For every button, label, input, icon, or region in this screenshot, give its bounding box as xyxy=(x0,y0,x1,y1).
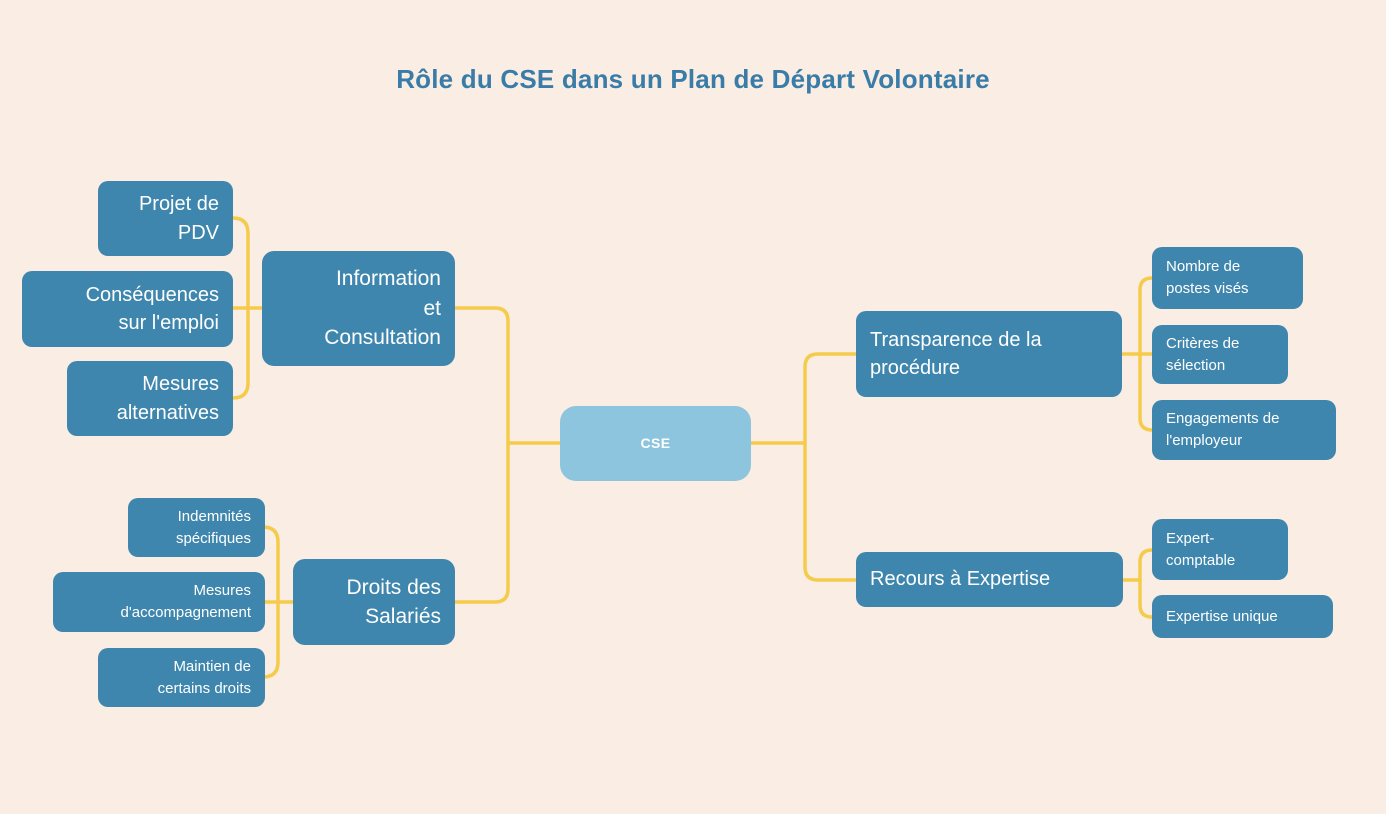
node-expertise-unique: Expertise unique xyxy=(1152,595,1333,638)
node-projet-de-pdv: Projet de PDV xyxy=(98,181,233,256)
node-consequences-emploi: Conséquences sur l'emploi xyxy=(22,271,233,347)
connector-transparence-children-trunk xyxy=(1138,276,1154,432)
node-expert-comptable: Expert- comptable xyxy=(1152,519,1288,580)
node-mesures-accompagnement: Mesures d'accompagnement xyxy=(53,572,265,632)
node-indemnites-specifiques: Indemnités spécifiques xyxy=(128,498,265,557)
node-information-consultation: Information et Consultation xyxy=(262,251,455,366)
node-droits-salaries: Droits des Salariés xyxy=(293,559,455,645)
node-transparence-procedure: Transparence de la procédure xyxy=(856,311,1122,397)
connector-info-children-trunk xyxy=(231,216,250,400)
connector-recours-children-trunk xyxy=(1138,548,1154,619)
node-maintien-droits: Maintien de certains droits xyxy=(98,648,265,707)
node-criteres-selection: Critères de sélection xyxy=(1152,325,1288,384)
connector-right-main-trunk xyxy=(803,352,858,582)
node-nombre-postes: Nombre de postes visés xyxy=(1152,247,1303,309)
node-cse-root: CSE xyxy=(560,406,751,481)
node-recours-expertise: Recours à Expertise xyxy=(856,552,1123,607)
node-mesures-alternatives: Mesures alternatives xyxy=(67,361,233,436)
diagram-title: Rôle du CSE dans un Plan de Départ Volon… xyxy=(396,64,990,94)
connector-left-main-trunk xyxy=(453,306,510,604)
node-engagements-employeur: Engagements de l'employeur xyxy=(1152,400,1336,460)
connector-droits-children-trunk xyxy=(261,525,280,679)
